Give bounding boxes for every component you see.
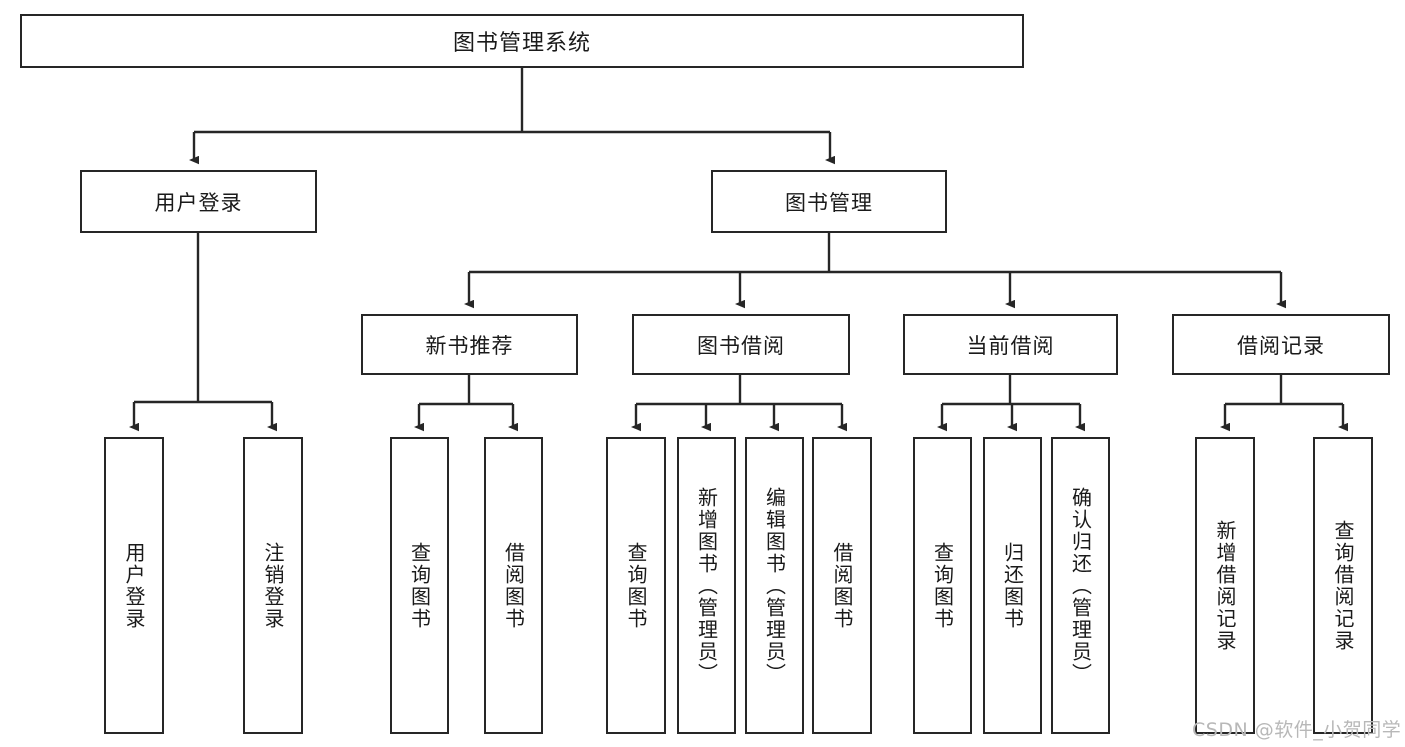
leaf-new-book-borrow-book[interactable]: 借阅图书 (484, 437, 543, 734)
node-label: 新增图书（管理员） (694, 486, 719, 685)
node-label: 借阅记录 (1237, 333, 1325, 358)
leaf-book-borrow-query-book[interactable]: 查询图书 (606, 437, 666, 734)
leaf-current-borrow-confirm-return-admin[interactable]: 确认归还（管理员） (1051, 437, 1110, 734)
leaf-borrow-record-add-record[interactable]: 新增借阅记录 (1195, 437, 1255, 734)
node-label: 图书管理 (785, 190, 873, 215)
watermark-csdn: CSDN @软件_小贺同学 (1192, 715, 1401, 742)
leaf-book-borrow-borrow-book[interactable]: 借阅图书 (812, 437, 872, 734)
node-root-book-management-system[interactable]: 图书管理系统 (20, 14, 1024, 68)
node-book-management[interactable]: 图书管理 (711, 170, 947, 233)
node-borrow-record[interactable]: 借阅记录 (1172, 314, 1390, 375)
node-label: 图书借阅 (697, 333, 785, 358)
leaf-current-borrow-return-book[interactable]: 归还图书 (983, 437, 1042, 734)
node-label: 查询借阅记录 (1331, 519, 1355, 652)
node-label: 用户登录 (122, 541, 146, 630)
node-label: 新书推荐 (425, 333, 514, 358)
node-label: 用户登录 (154, 190, 243, 215)
leaf-new-book-query-book[interactable]: 查询图书 (390, 437, 449, 734)
node-label: 归还图书 (1000, 541, 1025, 630)
leaf-user-login-logout[interactable]: 注销登录 (243, 437, 303, 734)
leaf-current-borrow-query-book[interactable]: 查询图书 (913, 437, 972, 734)
node-new-book-recommend[interactable]: 新书推荐 (361, 314, 578, 375)
leaf-book-borrow-edit-book-admin[interactable]: 编辑图书（管理员） (745, 437, 804, 734)
node-label: 查询图书 (407, 541, 432, 630)
node-label: 确认归还（管理员） (1068, 486, 1093, 685)
leaf-book-borrow-add-book-admin[interactable]: 新增图书（管理员） (677, 437, 736, 734)
node-label: 编辑图书（管理员） (762, 486, 787, 685)
node-label: 查询图书 (930, 541, 955, 630)
watermark-text: CSDN @软件_小贺同学 (1192, 719, 1402, 741)
node-label: 借阅图书 (501, 541, 526, 630)
leaf-borrow-record-query-record[interactable]: 查询借阅记录 (1313, 437, 1373, 734)
node-label: 借阅图书 (830, 541, 854, 630)
node-user-login[interactable]: 用户登录 (80, 170, 317, 233)
node-current-borrow[interactable]: 当前借阅 (903, 314, 1118, 375)
leaf-user-login-login[interactable]: 用户登录 (104, 437, 164, 734)
node-label: 注销登录 (261, 541, 285, 630)
node-label: 当前借阅 (966, 333, 1055, 358)
node-label: 图书管理系统 (452, 31, 591, 56)
node-label: 新增借阅记录 (1213, 519, 1237, 652)
node-book-borrow[interactable]: 图书借阅 (632, 314, 850, 375)
node-label: 查询图书 (624, 541, 648, 630)
